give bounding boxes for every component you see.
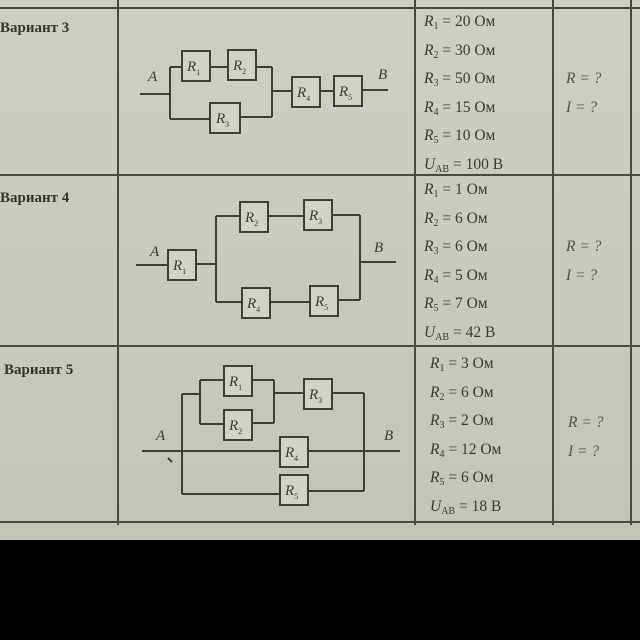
resistor-r2: R2 <box>227 49 257 81</box>
variant-3-unknowns: R = ? I = ? <box>566 65 601 122</box>
variant-5-given-values: R1 = 3 Ом R2 = 6 Ом R3 = 2 Ом R4 = 12 Ом… <box>430 350 501 521</box>
unknown-i: I = ? <box>568 442 600 460</box>
resistor-r1: R1 <box>181 50 211 82</box>
table-col-divider-1 <box>117 0 119 525</box>
variant-3-given-values: R1 = 20 Ом R2 = 30 Ом R3 = 50 Ом R4 = 15… <box>424 8 503 179</box>
table-rule-bottom <box>0 521 640 523</box>
variant-4-label: Вариант 4 <box>0 190 70 206</box>
param-uab: UAB = 100 В <box>424 155 504 175</box>
resistor-r5: R5 <box>333 75 363 107</box>
table-col-divider-3 <box>552 0 554 525</box>
param-r1: R1 = 1 Ом <box>424 181 488 200</box>
table-rule-variant5 <box>0 345 640 347</box>
resistor-r4: R4 <box>291 76 321 108</box>
param-r3: R3 = 2 Ом <box>430 412 494 431</box>
param-r1: R1 = 20 Ом <box>424 13 496 32</box>
node-a-label: A <box>155 428 166 444</box>
node-b-label: B <box>384 428 393 444</box>
photo-black-border <box>0 540 640 640</box>
param-r2: R2 = 30 Ом <box>424 41 496 61</box>
variant-3-label: Вариант 3 <box>0 20 70 36</box>
node-a-label: A <box>147 69 158 85</box>
param-r5: R5 = 10 Ом <box>424 127 496 146</box>
resistor-r1: R1 <box>167 249 197 281</box>
table-col-divider-4 <box>630 0 632 525</box>
unknown-r: R = ? <box>566 238 602 255</box>
node-b-label: B <box>378 67 387 83</box>
param-r5: R5 = 6 Ом <box>430 469 494 488</box>
param-r4: R4 = 15 Ом <box>424 98 496 118</box>
resistor-r2: R2 <box>239 201 269 233</box>
unknown-r: R = ? <box>568 414 604 431</box>
table-col-divider-2 <box>414 0 416 525</box>
param-r1: R1 = 3 Ом <box>430 355 494 374</box>
variant-5-circuit: R1 R2 R3 R4 R5 A B <box>140 364 406 506</box>
variant-3-circuit: R1 R2 R3 R4 R5 A B <box>138 45 400 140</box>
variant-5-label: Вариант 5 <box>4 362 74 378</box>
param-r4: R4 = 5 Ом <box>424 266 488 286</box>
param-uab: UAB = 42 В <box>424 323 496 343</box>
param-r2: R2 = 6 Ом <box>430 383 494 403</box>
variant-4-unknowns: R = ? I = ? <box>566 233 601 290</box>
unknown-i: I = ? <box>566 266 598 284</box>
param-uab: UAB = 18 В <box>430 497 502 517</box>
variant-4-given-values: R1 = 1 Ом R2 = 6 Ом R3 = 6 Ом R4 = 5 Ом … <box>424 176 495 347</box>
param-r5: R5 = 7 Ом <box>424 295 488 314</box>
node-b-label: B <box>374 240 383 256</box>
table-rule-variant4 <box>0 174 640 176</box>
resistor-r1: R1 <box>223 365 253 397</box>
param-r2: R2 = 6 Ом <box>424 209 488 229</box>
variant-5-unknowns: R = ? I = ? <box>568 409 603 466</box>
unknown-r: R = ? <box>566 70 602 87</box>
resistor-r2: R2 <box>223 409 253 441</box>
table-rule-top <box>0 7 640 9</box>
variant-4-circuit: R1 R2 R3 R4 R5 A B <box>134 199 404 325</box>
unknown-i: I = ? <box>566 98 598 116</box>
resistor-r5: R5 <box>309 285 339 317</box>
resistor-r3: R3 <box>303 378 333 410</box>
resistor-r4: R4 <box>241 287 271 319</box>
resistor-r3: R3 <box>303 199 333 231</box>
param-r3: R3 = 50 Ом <box>424 70 496 89</box>
param-r4: R4 = 12 Ом <box>430 440 502 460</box>
param-r3: R3 = 6 Ом <box>424 238 488 257</box>
textbook-page: Вариант 3 R1 R2 R3 R4 R5 A B R1 = 20 Ом … <box>0 0 640 540</box>
resistor-r5: R5 <box>279 474 309 506</box>
resistor-r3: R3 <box>209 102 241 134</box>
node-a-label: A <box>149 244 160 260</box>
resistor-r4: R4 <box>279 436 309 468</box>
